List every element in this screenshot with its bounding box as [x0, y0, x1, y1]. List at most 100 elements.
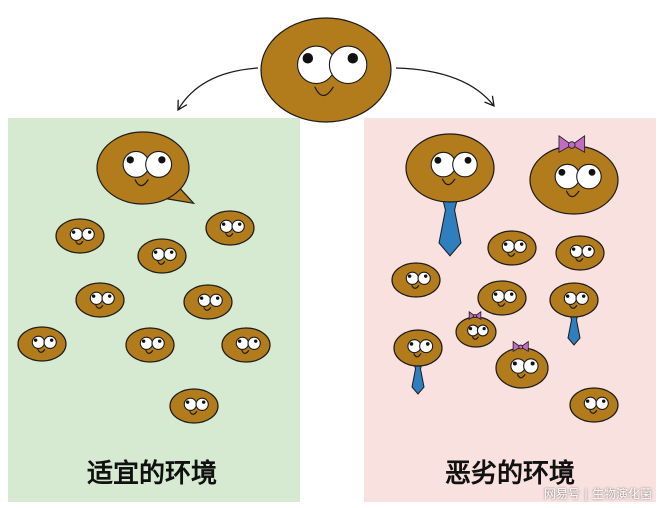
watermark-separator: | — [583, 487, 588, 501]
arrow-to-good-environment — [177, 67, 259, 112]
eye-icon — [101, 291, 115, 305]
pupil — [468, 327, 473, 331]
pupil — [512, 361, 517, 366]
smile-mouth — [225, 233, 234, 237]
eye-icon — [183, 397, 198, 411]
smile-mouth — [569, 305, 578, 309]
eye-icon — [491, 289, 506, 303]
eye-icon — [195, 397, 209, 411]
eye-icon — [417, 271, 431, 285]
eye-icon — [581, 244, 595, 258]
eye-icon — [452, 151, 478, 178]
pupil — [185, 400, 190, 404]
bad-creature — [391, 262, 441, 298]
eye-icon — [595, 396, 609, 410]
bad-creature-large-tie — [405, 133, 495, 257]
arrow-to-bad-environment — [395, 67, 495, 108]
pupil — [587, 247, 592, 251]
pupil — [126, 156, 134, 164]
eye-icon — [231, 219, 245, 233]
pupil — [585, 399, 590, 403]
pupil — [199, 296, 204, 300]
smile-mouth — [189, 411, 198, 415]
eye-icon — [197, 293, 212, 307]
bad-creature — [477, 280, 527, 316]
eye-icon — [247, 336, 261, 350]
eye-icon — [569, 244, 584, 258]
eye-icon — [583, 396, 598, 410]
smile-mouth — [575, 258, 584, 262]
creatures-layer — [17, 17, 619, 424]
good-environment-label: 适宜的环境 — [87, 458, 217, 489]
pupil — [423, 274, 428, 278]
smile-mouth — [157, 261, 166, 265]
smile-mouth — [203, 307, 212, 311]
pupil — [253, 339, 258, 343]
bad-creature — [555, 235, 605, 271]
eye-icon — [163, 247, 177, 261]
good-creature — [125, 327, 175, 363]
eye-icon — [513, 239, 527, 253]
bow-icon — [558, 135, 586, 154]
pupil — [565, 294, 570, 298]
eye-icon — [407, 339, 422, 354]
good-creature — [75, 282, 125, 318]
pupil — [201, 400, 206, 404]
pupil — [215, 296, 220, 300]
pupil — [503, 242, 508, 246]
watermark-account: 生物演化菌 — [591, 487, 652, 501]
smile-mouth — [411, 285, 420, 289]
eye-icon — [81, 227, 95, 241]
eye-icon — [145, 150, 173, 178]
good-creature — [221, 327, 271, 363]
good-creature — [183, 284, 233, 320]
bad-creature — [569, 387, 619, 423]
pupil — [91, 294, 96, 298]
pupil — [157, 339, 162, 343]
bad-creature — [487, 230, 537, 266]
eye-icon — [151, 336, 165, 350]
bow-icon — [468, 311, 482, 321]
eye-icon — [503, 289, 517, 303]
eye-icon — [430, 151, 457, 178]
pupil — [482, 327, 486, 331]
smile-mouth — [472, 336, 479, 340]
eye-icon — [31, 335, 46, 349]
eye-icon — [563, 291, 578, 305]
eye-icon — [576, 163, 602, 190]
smile-mouth — [589, 410, 598, 414]
pupil — [571, 247, 576, 251]
good-creature — [169, 388, 219, 424]
pupil — [347, 53, 359, 64]
eye-icon — [151, 247, 166, 261]
pupil — [519, 242, 524, 246]
bad-creature-bow — [495, 340, 549, 389]
pupil — [302, 53, 314, 64]
pupil — [407, 274, 412, 278]
pupil — [493, 292, 498, 296]
bow-icon — [512, 340, 529, 353]
ancestor-creature — [260, 17, 392, 123]
eye-icon — [501, 239, 516, 253]
eye-icon — [209, 293, 223, 307]
eye-icon — [69, 227, 84, 241]
eye-icon — [419, 339, 434, 354]
pupil — [558, 168, 566, 176]
pupil — [33, 338, 38, 342]
smile-mouth — [314, 86, 334, 97]
eye-icon — [575, 291, 589, 305]
smile-mouth — [413, 353, 422, 358]
pupil — [71, 230, 76, 234]
pupil — [581, 294, 586, 298]
pupil — [588, 168, 596, 176]
eye-icon — [467, 324, 479, 337]
pupil — [221, 222, 226, 226]
pupil — [464, 156, 472, 164]
smile-mouth — [37, 349, 46, 353]
bad-creature-bow — [455, 311, 497, 348]
smile-mouth — [75, 241, 84, 245]
smile-mouth — [497, 303, 506, 307]
eye-icon — [476, 324, 489, 337]
smile-mouth — [507, 253, 516, 257]
